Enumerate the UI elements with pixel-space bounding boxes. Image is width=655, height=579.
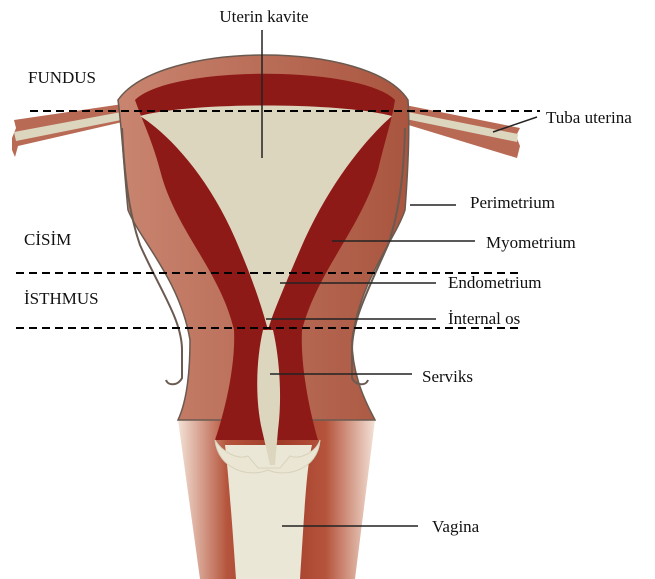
label-uterine-cavity: Uterin kavite: [219, 7, 308, 26]
label-cervix: Serviks: [422, 367, 473, 386]
region-isthmus: İSTHMUS: [24, 289, 99, 308]
label-internal-os: İnternal os: [448, 309, 520, 328]
label-perimetrium: Perimetrium: [470, 193, 555, 212]
region-fundus: FUNDUS: [28, 68, 96, 87]
label-myometrium: Myometrium: [486, 233, 576, 252]
label-endometrium: Endometrium: [448, 273, 541, 292]
label-vagina: Vagina: [432, 517, 480, 536]
label-tuba-uterina: Tuba uterina: [546, 108, 632, 127]
region-body: CİSİM: [24, 230, 71, 249]
